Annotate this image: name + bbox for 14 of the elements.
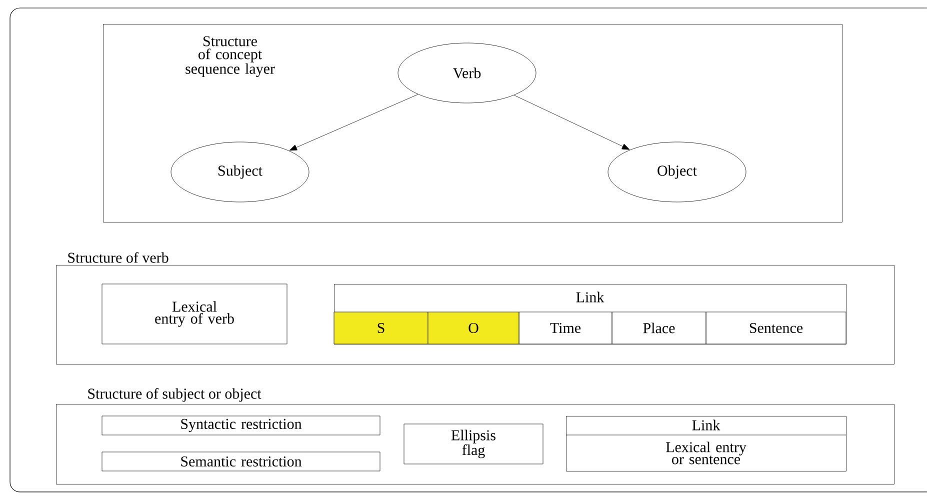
field-box: Syntactic restriction — [102, 416, 380, 436]
table-cell: Sentence — [706, 312, 846, 344]
table-cell: O — [428, 312, 520, 344]
arrow — [514, 94, 630, 150]
table-cell: S — [334, 312, 428, 344]
table-cell: Time — [518, 312, 612, 344]
node-label: Structure of verb — [68, 252, 168, 263]
table-cell: Place — [612, 312, 706, 344]
field-box: Semantic restriction — [102, 452, 380, 472]
link-box: Link Lexical entry or sentence — [566, 416, 846, 472]
field-box: Ellipsis flag — [404, 424, 544, 464]
node-label: Structure of subject or object — [88, 388, 262, 402]
arrow — [289, 94, 418, 151]
field-box: Lexical entry of verb — [102, 284, 288, 344]
